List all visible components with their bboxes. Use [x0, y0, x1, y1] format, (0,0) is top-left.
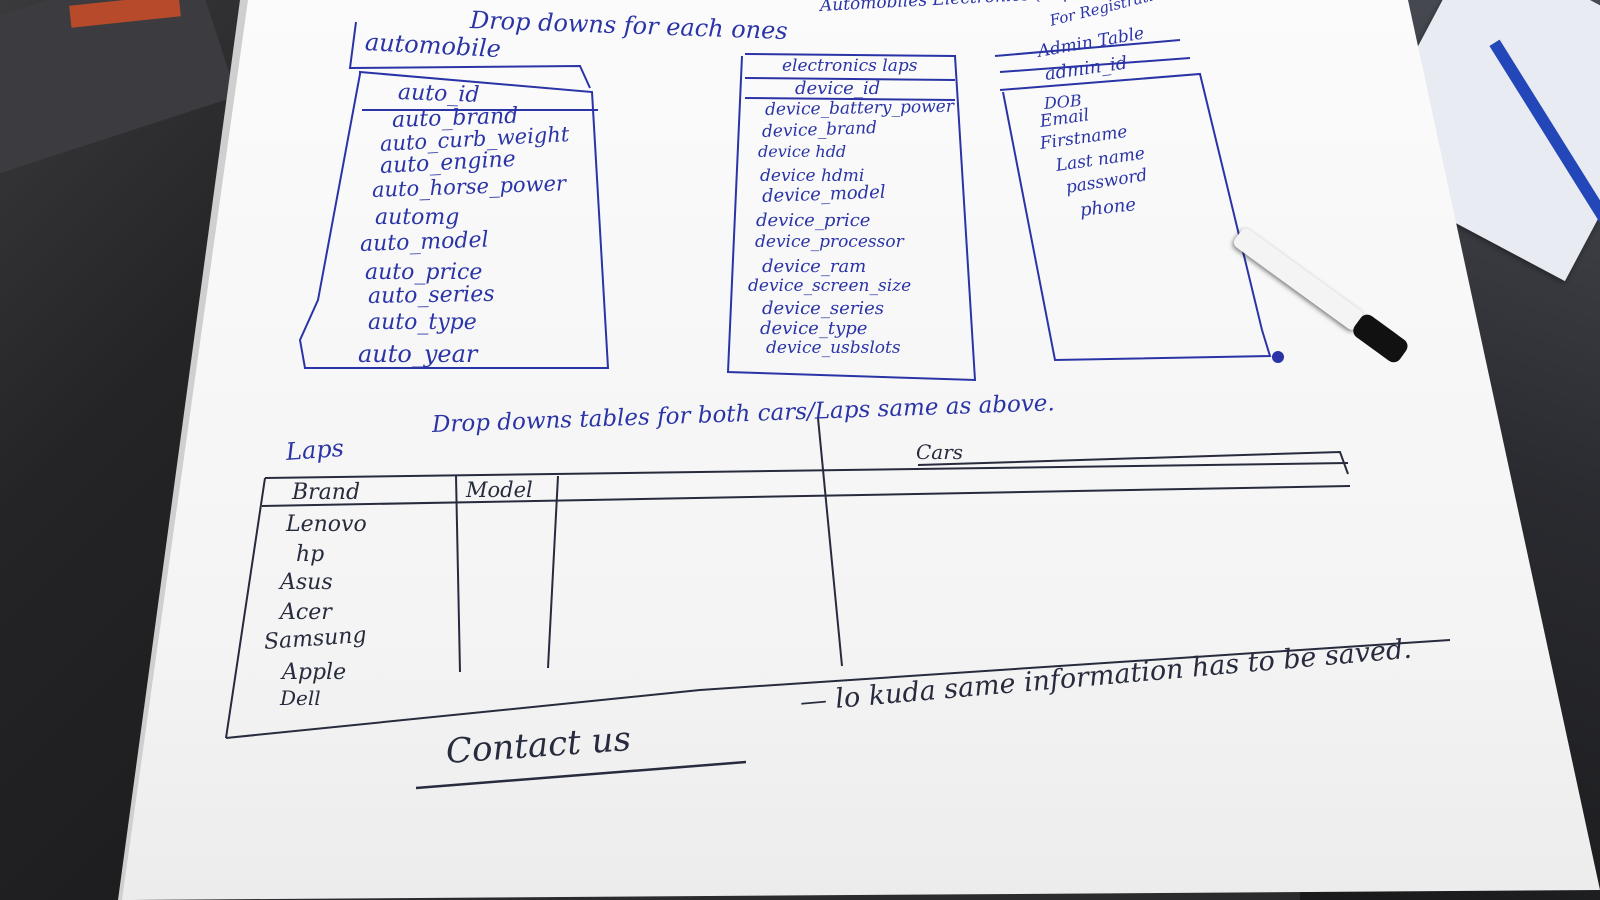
electronics-field: device_screen_size	[748, 276, 912, 296]
electronics-field: device hdmi	[760, 166, 865, 186]
brand-item: Asus	[280, 570, 333, 595]
automobile-field: auto_price	[365, 260, 483, 285]
electronics-field: device_processor	[755, 232, 904, 252]
automobile-field: auto_year	[358, 340, 478, 368]
brand-item: Acer	[280, 600, 332, 625]
contact-underline	[415, 760, 747, 790]
electronics-field: device_ram	[762, 256, 867, 277]
electronics-field: device hdd	[758, 142, 847, 161]
automobile-table-key: auto_id	[397, 80, 480, 108]
electronics-field: device_series	[762, 298, 884, 319]
dropdown-table-lines	[225, 417, 1451, 739]
automobile-field: auto_series	[367, 281, 495, 309]
electronics-field: device_price	[756, 210, 871, 231]
brand-item: Lenovo	[286, 512, 367, 537]
automobile-field: auto_model	[359, 227, 489, 257]
electronics-field: device_battery_power	[764, 96, 955, 120]
electronics-field: device_usbslots	[766, 338, 901, 358]
brand-item: hp	[296, 542, 325, 567]
brand-item: Apple	[282, 660, 347, 685]
electronics-field: device_type	[760, 318, 868, 339]
electronics-box	[726, 53, 977, 382]
laps-label: Laps	[285, 433, 345, 466]
model-column-header: Model	[466, 478, 533, 502]
admin-box	[994, 39, 1284, 363]
electronics-table-key: device_id	[795, 78, 881, 99]
automobile-box	[298, 21, 610, 369]
electronics-field: device_model	[761, 181, 886, 207]
automobile-field: auto_type	[368, 310, 477, 335]
brand-item: Dell	[280, 686, 321, 710]
brand-column-header: Brand	[292, 480, 361, 505]
automobile-field: automg	[375, 205, 460, 230]
cars-label: Cars	[916, 440, 964, 464]
electronics-field: device_brand	[761, 117, 878, 142]
electronics-table-title: electronics laps	[782, 56, 918, 76]
